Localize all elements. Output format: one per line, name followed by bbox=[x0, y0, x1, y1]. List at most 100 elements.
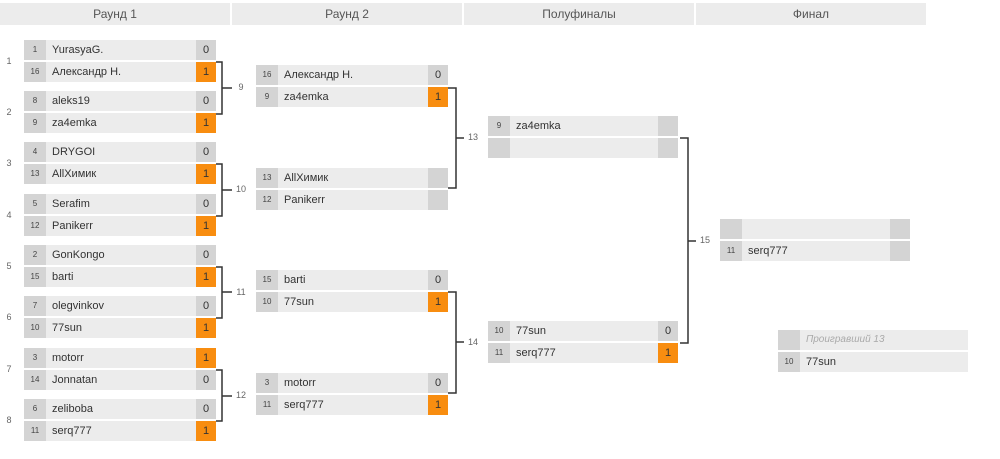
seed-badge: 3 bbox=[256, 373, 278, 393]
winner-score: 1 bbox=[196, 62, 216, 82]
seed-badge: 2 bbox=[24, 245, 46, 265]
winner-score: 1 bbox=[196, 267, 216, 287]
score: 0 bbox=[428, 65, 448, 85]
score bbox=[890, 241, 910, 261]
match-number-9: 9 bbox=[238, 82, 244, 92]
score: 0 bbox=[196, 245, 216, 265]
participant-row[interactable] bbox=[488, 138, 678, 158]
score: 0 bbox=[658, 321, 678, 341]
score: 0 bbox=[428, 373, 448, 393]
seed-badge: 11 bbox=[24, 421, 46, 441]
participant-row[interactable]: 2 GonKongo 0 bbox=[24, 245, 216, 265]
seed-badge bbox=[720, 219, 742, 239]
participant-name: Jonnatan bbox=[52, 374, 98, 386]
score bbox=[658, 138, 678, 158]
participant-name: Serafim bbox=[52, 198, 90, 210]
participant-row[interactable]: Проигравший 13 bbox=[778, 330, 968, 350]
participant-name: GonKongo bbox=[52, 249, 105, 261]
seed-badge bbox=[778, 330, 800, 350]
match-number-5: 5 bbox=[6, 261, 12, 271]
participant-name: 77sun bbox=[52, 322, 82, 334]
winner-score: 1 bbox=[196, 348, 216, 368]
round-header-1: Раунд 1 bbox=[0, 3, 230, 25]
participant-name: 77sun bbox=[516, 325, 546, 337]
participant-name: serq777 bbox=[52, 425, 92, 437]
seed-badge: 9 bbox=[24, 113, 46, 133]
score bbox=[428, 168, 448, 188]
seed-badge: 6 bbox=[24, 399, 46, 419]
participant-name: olegvinkov bbox=[52, 300, 104, 312]
participant-name: 77sun bbox=[806, 356, 836, 368]
connector-14 bbox=[448, 291, 464, 394]
seed-badge: 14 bbox=[24, 370, 46, 390]
match-number-14: 14 bbox=[467, 337, 478, 347]
winner-score: 1 bbox=[196, 216, 216, 236]
participant-name: AllХимик bbox=[52, 168, 97, 180]
seed-badge: 8 bbox=[24, 91, 46, 111]
score: 0 bbox=[196, 142, 216, 162]
winner-score: 1 bbox=[196, 164, 216, 184]
seed-badge: 1 bbox=[24, 40, 46, 60]
participant-row[interactable]: 8 aleks19 0 bbox=[24, 91, 216, 111]
score: 0 bbox=[196, 194, 216, 214]
participant-name: DRYGOI bbox=[52, 146, 96, 158]
match-number-6: 6 bbox=[6, 312, 12, 322]
participant-name: YurasyaG. bbox=[52, 44, 104, 56]
seed-badge: 9 bbox=[256, 87, 278, 107]
participant-name: za4emka bbox=[516, 120, 561, 132]
score: 0 bbox=[196, 91, 216, 111]
score bbox=[890, 219, 910, 239]
connector-12 bbox=[216, 369, 232, 422]
participant-name: aleks19 bbox=[52, 95, 90, 107]
round-header-2: Раунд 2 bbox=[232, 3, 462, 25]
seed-badge: 13 bbox=[256, 168, 278, 188]
seed-badge: 10 bbox=[256, 292, 278, 312]
winner-score: 1 bbox=[428, 292, 448, 312]
participant-row[interactable] bbox=[720, 219, 910, 239]
